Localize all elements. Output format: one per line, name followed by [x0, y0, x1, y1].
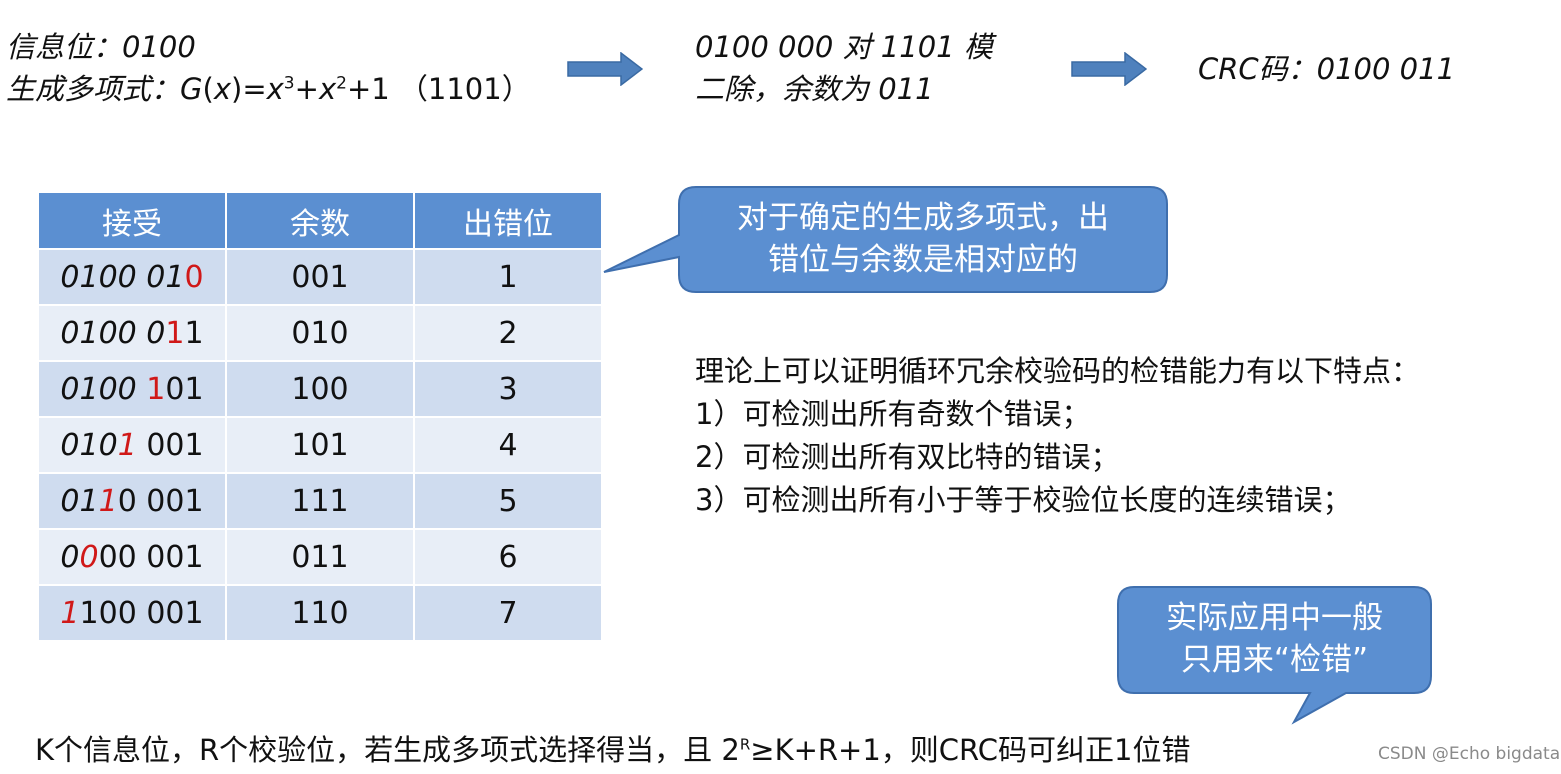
remainder-cell: 111: [225, 472, 415, 530]
table-row: 0110 001 111 5: [37, 472, 603, 530]
header-error-bit: 出错位: [413, 191, 603, 250]
error-bit-cell: 1: [413, 248, 603, 306]
remainder-cell: 100: [225, 360, 415, 418]
callout-mapping: 对于确定的生成多项式，出 错位与余数是相对应的: [600, 185, 1170, 297]
remainder-cell: 011: [225, 528, 415, 586]
error-bit-cell: 2: [413, 304, 603, 362]
table-row: 0000 001 011 6: [37, 528, 603, 586]
generator-label: 生成多项式：: [6, 72, 181, 106]
generator-exp2: 2: [336, 73, 347, 94]
arrow-right-icon: [1071, 52, 1147, 86]
superscript-r: R: [739, 735, 751, 754]
arrow-right-icon: [567, 52, 643, 86]
division-step-line1: 0100 000 对 1101 模: [695, 30, 993, 64]
theory-item: 2）可检测出所有双比特的错误；: [695, 440, 1120, 474]
info-block: 信息位：0100 生成多项式：G(x)=x3+x2+1 （1101）: [6, 26, 531, 110]
error-bit-cell: 7: [413, 584, 603, 642]
callout-usage: 实际应用中一般 只用来“检错”: [1116, 585, 1436, 725]
info-bits-label: 信息位：: [6, 30, 123, 64]
generator-g: G: [180, 72, 203, 106]
crc-code-result: CRC码：0100 011: [1198, 52, 1456, 86]
info-bits-line: 信息位：0100: [6, 26, 531, 68]
remainder-cell: 001: [225, 248, 415, 306]
division-step: 0100 000 对 1101 模 二除，余数为 011: [695, 26, 993, 110]
generator-var: x: [266, 72, 284, 106]
theory-block: 理论上可以证明循环冗余校验码的检错能力有以下特点： 1）可检测出所有奇数个错误；…: [695, 350, 1420, 522]
received-cell: 0100 011: [37, 304, 227, 362]
error-bit-cell: 3: [413, 360, 603, 418]
error-bit-cell: 4: [413, 416, 603, 474]
callout-mapping-line2: 错位与余数是相对应的: [768, 242, 1078, 278]
header-remainder: 余数: [225, 191, 415, 250]
table-row: 0100 011 010 2: [37, 304, 603, 362]
remainder-cell: 010: [225, 304, 415, 362]
error-bit-cell: 6: [413, 528, 603, 586]
callout-bubble-icon: [603, 186, 1168, 293]
table-row: 0101 001 101 4: [37, 416, 603, 474]
remainder-cell: 110: [225, 584, 415, 642]
received-cell: 1100 001: [37, 584, 227, 642]
generator-line: 生成多项式：G(x)=x3+x2+1 （1101）: [6, 72, 531, 106]
callout-mapping-line1: 对于确定的生成多项式，出: [737, 200, 1109, 236]
generator-var: x: [213, 72, 231, 106]
error-bit-cell: 5: [413, 472, 603, 530]
received-cell: 0100 010: [37, 248, 227, 306]
received-cell: 0110 001: [37, 472, 227, 530]
table-header-row: 接受 余数 出错位: [37, 191, 603, 250]
remainder-cell: 101: [225, 416, 415, 474]
received-cell: 0000 001: [37, 528, 227, 586]
received-cell: 0100 101: [37, 360, 227, 418]
callout-usage-line2: 只用来“检错”: [1180, 642, 1369, 678]
error-table: 接受 余数 出错位 0100 010 001 1 0100 011 010 2 …: [37, 191, 603, 642]
callout-bubble-icon: [1117, 586, 1432, 725]
generator-exp3: 3: [283, 73, 295, 94]
header-received: 接受: [37, 191, 227, 250]
division-step-line2: 二除，余数为 011: [695, 72, 934, 106]
bottom-statement: K个信息位，R个校验位，若生成多项式选择得当，且 2R≥K+R+1，则CRC码可…: [35, 733, 1191, 767]
info-bits-value: 0100: [122, 30, 196, 64]
theory-intro: 理论上可以证明循环冗余校验码的检错能力有以下特点：: [695, 354, 1421, 388]
callout-usage-line1: 实际应用中一般: [1166, 600, 1383, 636]
generator-binary: （1101）: [398, 72, 531, 106]
table-row: 1100 001 110 7: [37, 584, 603, 642]
table-row: 0100 010 001 1: [37, 248, 603, 306]
watermark: CSDN @Echo bigdata: [1378, 744, 1561, 764]
table-row: 0100 101 100 3: [37, 360, 603, 418]
generator-var: x: [318, 72, 337, 106]
theory-item: 3）可检测出所有小于等于校验位长度的连续错误；: [695, 483, 1352, 517]
received-cell: 0101 001: [37, 416, 227, 474]
theory-item: 1）可检测出所有奇数个错误；: [695, 397, 1091, 431]
